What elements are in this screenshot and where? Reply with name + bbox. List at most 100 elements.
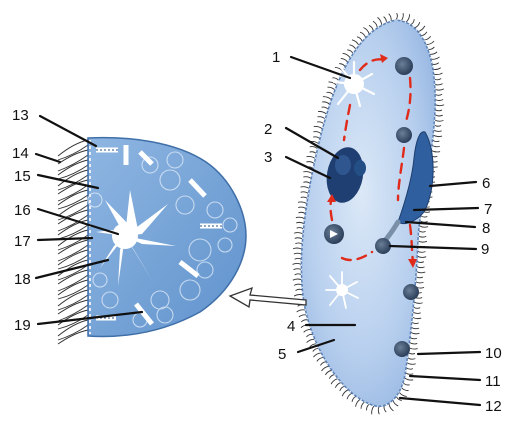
cilium xyxy=(433,135,442,137)
cilium xyxy=(417,266,425,267)
detail-cilium xyxy=(58,275,88,291)
cilium xyxy=(303,177,311,179)
cilium xyxy=(367,404,370,410)
cilium xyxy=(322,366,330,371)
label-11: 11 xyxy=(485,373,501,390)
cilium xyxy=(420,221,428,223)
cilium xyxy=(301,192,309,194)
cilium xyxy=(329,375,335,379)
cilium xyxy=(303,172,312,174)
cilium xyxy=(389,14,392,22)
label-6: 6 xyxy=(482,175,490,192)
cilium xyxy=(298,202,307,204)
cilium xyxy=(393,400,398,406)
cilium xyxy=(301,197,308,199)
cilium xyxy=(313,353,321,357)
detail-cell xyxy=(88,138,246,337)
label-7: 7 xyxy=(484,201,492,218)
cilium xyxy=(332,78,338,81)
cilium xyxy=(399,392,407,397)
food-vacuole xyxy=(403,284,419,300)
detail-cilium xyxy=(58,245,88,261)
cilium xyxy=(396,13,397,20)
label-9: 9 xyxy=(481,241,489,258)
cilium xyxy=(384,405,386,412)
cilium xyxy=(429,52,437,54)
cilium xyxy=(418,236,426,237)
cilium xyxy=(320,362,326,366)
cilium xyxy=(412,317,421,319)
cilium xyxy=(409,342,417,344)
cilium xyxy=(295,238,303,239)
cilium xyxy=(414,22,419,28)
cilium xyxy=(294,284,302,285)
cilium xyxy=(435,105,444,106)
cilium xyxy=(310,147,318,149)
cilium xyxy=(313,348,319,351)
cilium xyxy=(417,256,426,257)
cilium xyxy=(389,403,394,411)
cilium xyxy=(406,14,410,22)
cilium xyxy=(293,263,302,264)
cilium xyxy=(314,126,323,128)
cilium xyxy=(434,120,443,121)
cilium xyxy=(384,17,387,23)
label-14: 14 xyxy=(12,145,29,162)
cilium xyxy=(342,390,348,397)
label-15: 15 xyxy=(14,168,31,185)
cilium xyxy=(318,111,327,114)
cilium xyxy=(433,68,441,70)
label-13: 13 xyxy=(12,107,29,124)
cilium xyxy=(296,222,304,224)
cilium xyxy=(435,94,442,95)
cilium xyxy=(433,140,440,141)
cilium xyxy=(401,13,403,21)
label-8: 8 xyxy=(482,220,490,237)
cilium xyxy=(295,274,302,275)
cilium xyxy=(410,337,417,338)
cilium xyxy=(304,330,312,333)
cilium xyxy=(432,145,440,147)
cilium xyxy=(317,122,324,124)
cilium xyxy=(426,41,434,45)
label-3: 3 xyxy=(264,149,272,166)
cilium xyxy=(307,339,315,342)
cilium xyxy=(435,89,444,90)
cilium xyxy=(435,99,443,100)
cilium xyxy=(413,307,420,308)
cilium xyxy=(408,353,415,354)
cilium xyxy=(356,399,361,407)
cilium xyxy=(419,226,428,228)
cilium xyxy=(296,217,305,219)
cilium xyxy=(296,289,303,290)
cilium xyxy=(434,125,441,126)
label-16: 16 xyxy=(14,202,31,219)
cilium xyxy=(317,357,324,361)
cilium xyxy=(301,187,310,189)
label-1: 1 xyxy=(272,49,280,66)
cilium xyxy=(435,115,443,116)
cilium xyxy=(295,243,302,244)
cilium xyxy=(373,21,377,28)
cilium xyxy=(428,47,435,50)
cilium xyxy=(310,152,317,154)
cilium xyxy=(322,102,330,105)
cilium xyxy=(294,253,302,254)
cilium xyxy=(432,63,439,65)
label-10: 10 xyxy=(485,345,502,362)
cilium xyxy=(417,261,424,262)
cilium xyxy=(418,241,427,242)
label-4: 4 xyxy=(287,318,295,335)
cilium xyxy=(378,406,379,414)
micronucleus xyxy=(354,160,366,176)
cilium xyxy=(294,294,303,296)
label-5: 5 xyxy=(278,346,286,363)
cilium xyxy=(322,107,329,109)
cilium xyxy=(405,373,413,375)
cilium xyxy=(297,310,306,312)
cilium xyxy=(343,53,351,58)
food-vacuole xyxy=(375,238,391,254)
cilium xyxy=(293,279,302,280)
food-vacuole xyxy=(395,57,413,75)
